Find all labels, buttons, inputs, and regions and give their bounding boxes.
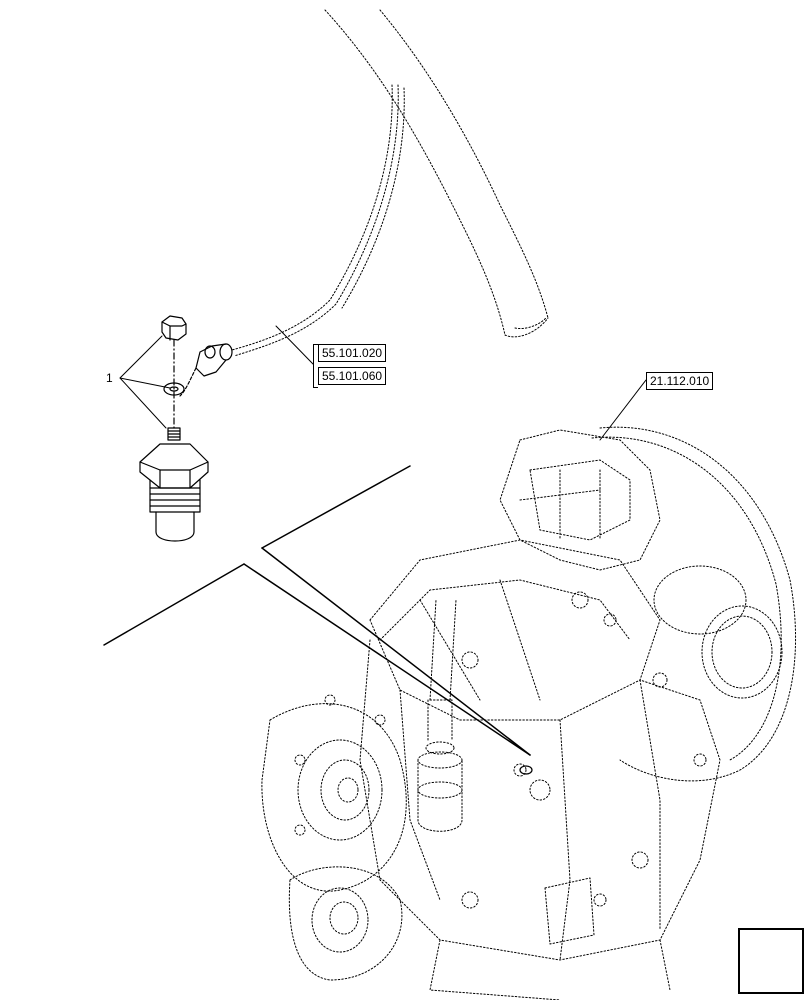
nut [161, 315, 187, 431]
ref-leader-2 [599, 379, 647, 441]
item-leaders [119, 335, 171, 429]
wire-connector [179, 343, 233, 397]
item-number-label: 1 [106, 371, 113, 385]
washer [163, 382, 185, 396]
transmission-housing [261, 426, 797, 1000]
temperature-sensor [139, 427, 209, 542]
hose [324, 9, 549, 338]
ref-leader-1 [275, 325, 314, 365]
reference-link-2[interactable]: 55.101.060 [318, 367, 387, 385]
reference-link-3[interactable]: 21.112.010 [646, 372, 714, 390]
navigate-button[interactable] [738, 928, 804, 994]
reference-bracket [313, 344, 318, 388]
section-lines [103, 465, 531, 756]
reference-link-1[interactable]: 55.101.020 [318, 344, 387, 362]
sensor-wire [231, 84, 405, 357]
sensor-port [519, 765, 533, 775]
